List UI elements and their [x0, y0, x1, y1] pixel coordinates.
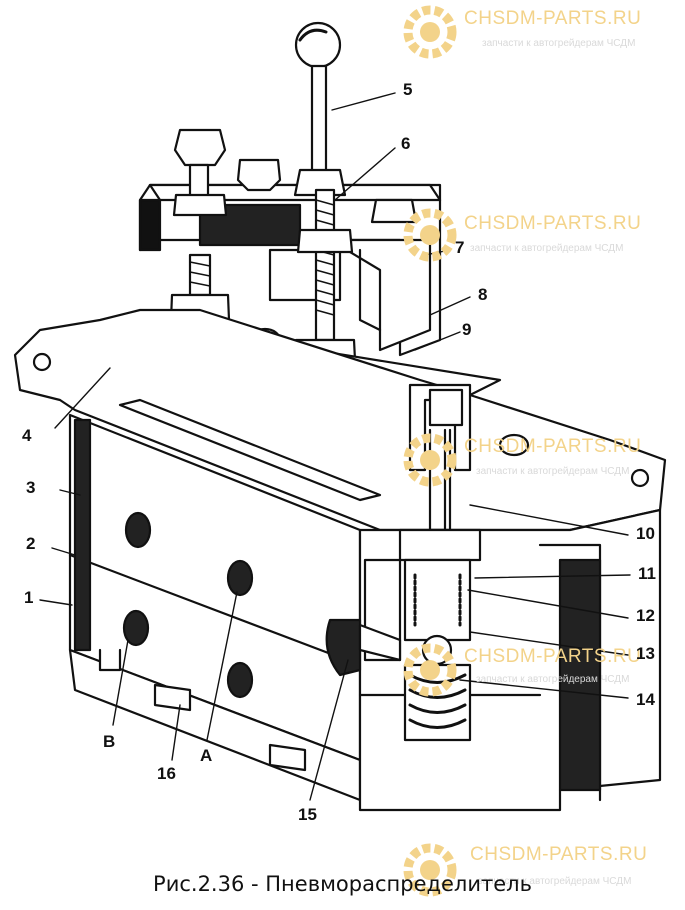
callout-label: 15	[298, 805, 317, 824]
callout-label: 1	[24, 588, 34, 607]
watermark-mid-3: CHSDM-PARTS.RU запчасти к автогрейдерам …	[400, 640, 685, 700]
lever	[294, 21, 342, 188]
callout-label: 2	[26, 534, 36, 553]
gear-logo-icon	[403, 433, 457, 487]
callout-label: A	[200, 746, 213, 765]
callout-label: 10	[636, 524, 655, 543]
callout-label: 4	[22, 426, 32, 445]
watermark-mid-2: CHSDM-PARTS.RU запчасти к автогрейдерам …	[400, 430, 685, 490]
callout-label: 13	[636, 644, 655, 663]
watermark-mid-1: CHSDM-PARTS.RU запчасти к автогрейдерам …	[400, 205, 685, 265]
callout-label: B	[103, 732, 116, 751]
gear-logo-icon	[403, 843, 457, 897]
callout-label: 8	[478, 285, 488, 304]
watermark-bottom: CHSDM-PARTS.RU запчасти к автогрейдерам …	[400, 840, 685, 900]
gear-logo-icon	[403, 643, 457, 697]
watermark-subtitle: запчасти к автогрейдерам ЧСДМ	[478, 876, 632, 887]
callout-label: 5	[403, 80, 413, 99]
callout-label: 6	[401, 134, 411, 153]
top-bolts	[172, 128, 418, 224]
callout-label: 12	[636, 606, 655, 625]
gear-logo-icon	[403, 208, 457, 262]
watermark-subtitle: запчасти к автогрейдерам ЧСДМ	[470, 243, 624, 254]
callout-label: 7	[455, 238, 465, 257]
callout-label: 16	[157, 764, 176, 783]
leader-lines	[39, 92, 631, 801]
body-blocks	[68, 413, 362, 802]
watermark-title: CHSDM-PARTS.RU	[464, 436, 642, 457]
body-flange	[13, 308, 667, 532]
watermark-subtitle: запчасти к автогрейдерам ЧСДМ	[476, 466, 630, 477]
watermark-top: CHSDM-PARTS.RU запчасти к автогрейдерам …	[400, 2, 685, 62]
watermark-title: CHSDM-PARTS.RU	[464, 646, 642, 667]
watermark-title: CHSDM-PARTS.RU	[464, 213, 642, 234]
figure-caption: Рис.2.36 - Пневмораспределитель	[153, 872, 532, 896]
watermark-subtitle: запчасти к автогрейдерам ЧСДМ	[482, 38, 636, 49]
watermark-title: CHSDM-PARTS.RU	[464, 8, 642, 29]
callout-label: 14	[636, 690, 655, 709]
watermark-subtitle: запчасти к автогрейдерам ЧСДМ	[476, 674, 630, 685]
gear-logo-icon	[403, 5, 457, 59]
watermark-title: CHSDM-PARTS.RU	[470, 844, 648, 865]
callout-label: 11	[638, 564, 656, 583]
body-section	[325, 383, 662, 812]
callout-label: 3	[26, 478, 36, 497]
callout-label: 9	[462, 320, 472, 339]
